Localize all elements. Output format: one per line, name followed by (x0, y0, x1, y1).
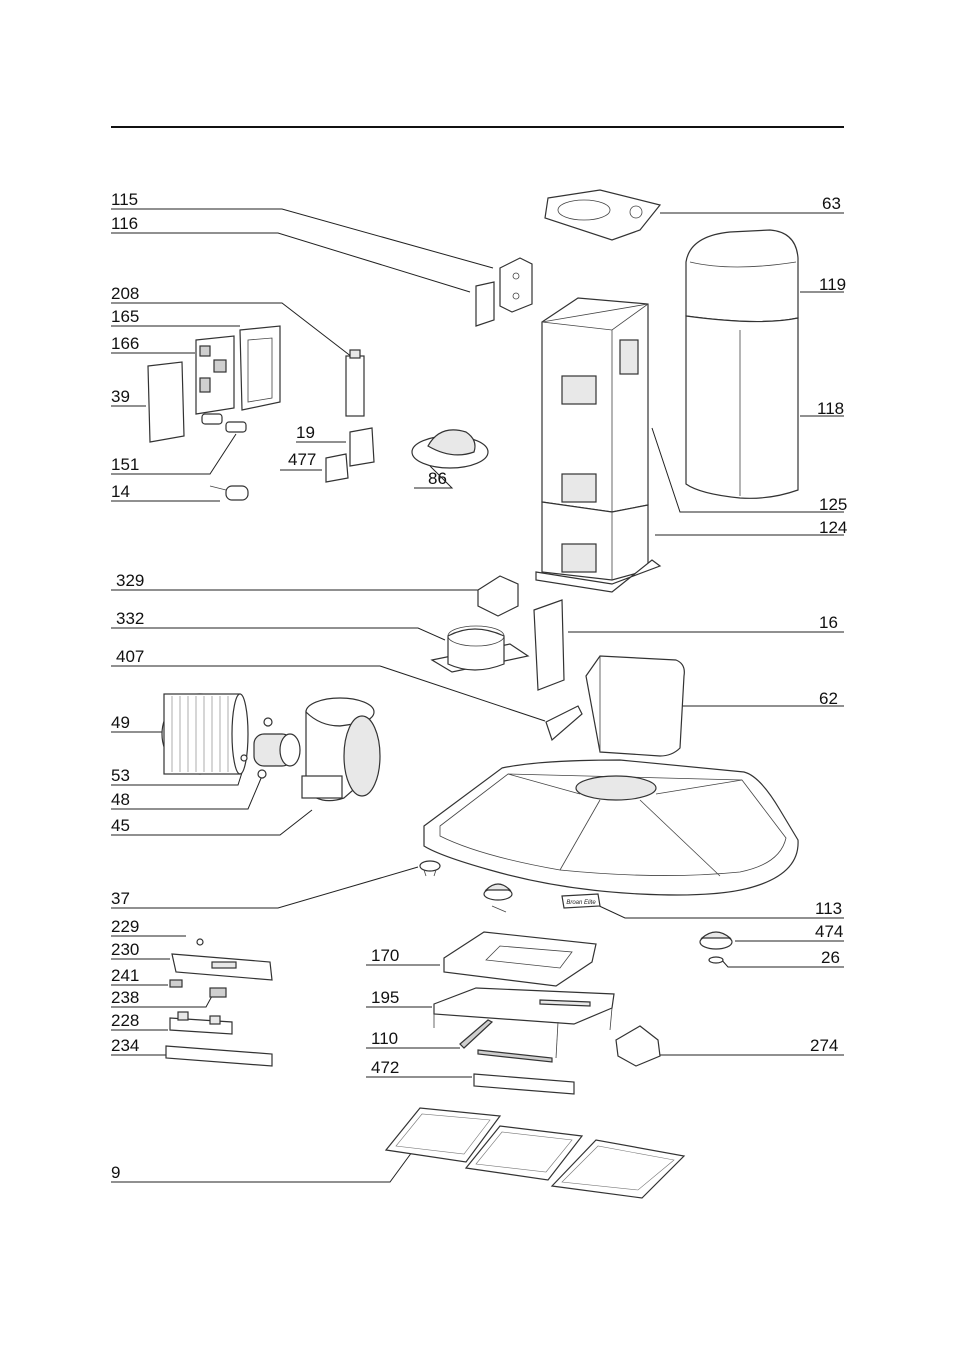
part-49-blower-wheel (162, 694, 248, 774)
part-274-junction-box (616, 1026, 660, 1066)
label-166: 166 (111, 334, 139, 353)
label-110: 110 (371, 1029, 398, 1048)
part-477-bracket (326, 454, 348, 482)
label-49: 49 (111, 713, 130, 732)
part-170-frame (444, 932, 596, 986)
part-195-liner-frame (434, 988, 614, 1058)
part-151-switches (202, 414, 246, 432)
label-53: 53 (111, 766, 130, 785)
label-329: 329 (116, 571, 144, 590)
part-332-collar (432, 626, 528, 672)
label-48: 48 (111, 790, 130, 809)
label-19: 19 (296, 423, 315, 442)
part-37-light-socket (420, 861, 440, 876)
part-26-bulb (709, 957, 723, 963)
brand-badge-text: Broan Elite (566, 900, 596, 906)
label-228: 228 (111, 1011, 139, 1030)
part-119-upper-chimney (686, 230, 798, 322)
label-63: 63 (822, 194, 841, 213)
part-9-grease-filters (386, 1108, 684, 1198)
part-113-hood-canopy: Broan Elite (424, 760, 798, 908)
part-62-duct-transition (586, 656, 684, 756)
label-39: 39 (111, 387, 130, 406)
label-195: 195 (371, 988, 399, 1007)
part-53-motor (254, 734, 300, 766)
part-234-panel-base (166, 1046, 272, 1066)
label-45: 45 (111, 816, 130, 835)
part-329-bracket (478, 576, 518, 616)
label-165: 165 (111, 307, 139, 326)
part-165-control-box (240, 326, 280, 410)
label-124: 124 (819, 518, 847, 537)
label-407: 407 (116, 647, 144, 666)
part-63-mounting-plate (545, 190, 660, 240)
label-472: 472 (371, 1058, 399, 1077)
part-39-cover (148, 362, 184, 442)
part-86-damper (412, 430, 488, 468)
part-116-cover-plate (476, 282, 494, 326)
label-477: 477 (288, 450, 316, 469)
label-234: 234 (111, 1036, 139, 1055)
part-166-circuit-board (196, 336, 234, 414)
label-238: 238 (111, 988, 139, 1007)
part-19-clip (350, 428, 374, 466)
label-26: 26 (821, 948, 840, 967)
part-230-control-panel (172, 954, 272, 980)
part-474-lamp (700, 932, 732, 949)
label-229: 229 (111, 917, 139, 936)
part-228-switch-board (170, 1012, 232, 1034)
label-230: 230 (111, 940, 139, 959)
label-9: 9 (111, 1163, 120, 1182)
label-474: 474 (815, 922, 843, 941)
label-37: 37 (111, 889, 130, 908)
label-118: 118 (817, 399, 844, 418)
part-lamp-assembly (484, 884, 512, 912)
label-86: 86 (428, 469, 447, 488)
part-124-lower-frame (536, 502, 660, 592)
label-332: 332 (116, 609, 144, 628)
part-241-switch (170, 980, 182, 987)
part-472-strip (474, 1074, 574, 1094)
part-118-lower-chimney (686, 316, 798, 498)
label-241: 241 (111, 966, 139, 985)
label-208: 208 (111, 284, 139, 303)
part-125-upper-frame (542, 298, 648, 512)
part-238-switch (210, 988, 226, 997)
part-14-capacitor (210, 486, 248, 500)
part-110-filter-rail (460, 1020, 552, 1062)
label-170: 170 (371, 946, 399, 965)
label-115: 115 (111, 190, 138, 209)
part-407-bracket (546, 706, 582, 740)
label-119: 119 (819, 275, 846, 294)
label-14: 14 (111, 482, 130, 501)
label-274: 274 (810, 1036, 838, 1055)
label-151: 151 (111, 455, 139, 474)
part-115-junction-box (500, 258, 532, 312)
part-45-blower-housing (302, 698, 380, 801)
label-116: 116 (111, 214, 138, 233)
label-113: 113 (815, 899, 842, 918)
label-16: 16 (819, 613, 838, 632)
brand-badge: Broan Elite (562, 894, 600, 908)
label-125: 125 (819, 495, 847, 514)
part-16-plate (534, 600, 564, 690)
part-229-knob (197, 939, 203, 945)
label-62: 62 (819, 689, 838, 708)
part-208-transformer (346, 350, 364, 416)
